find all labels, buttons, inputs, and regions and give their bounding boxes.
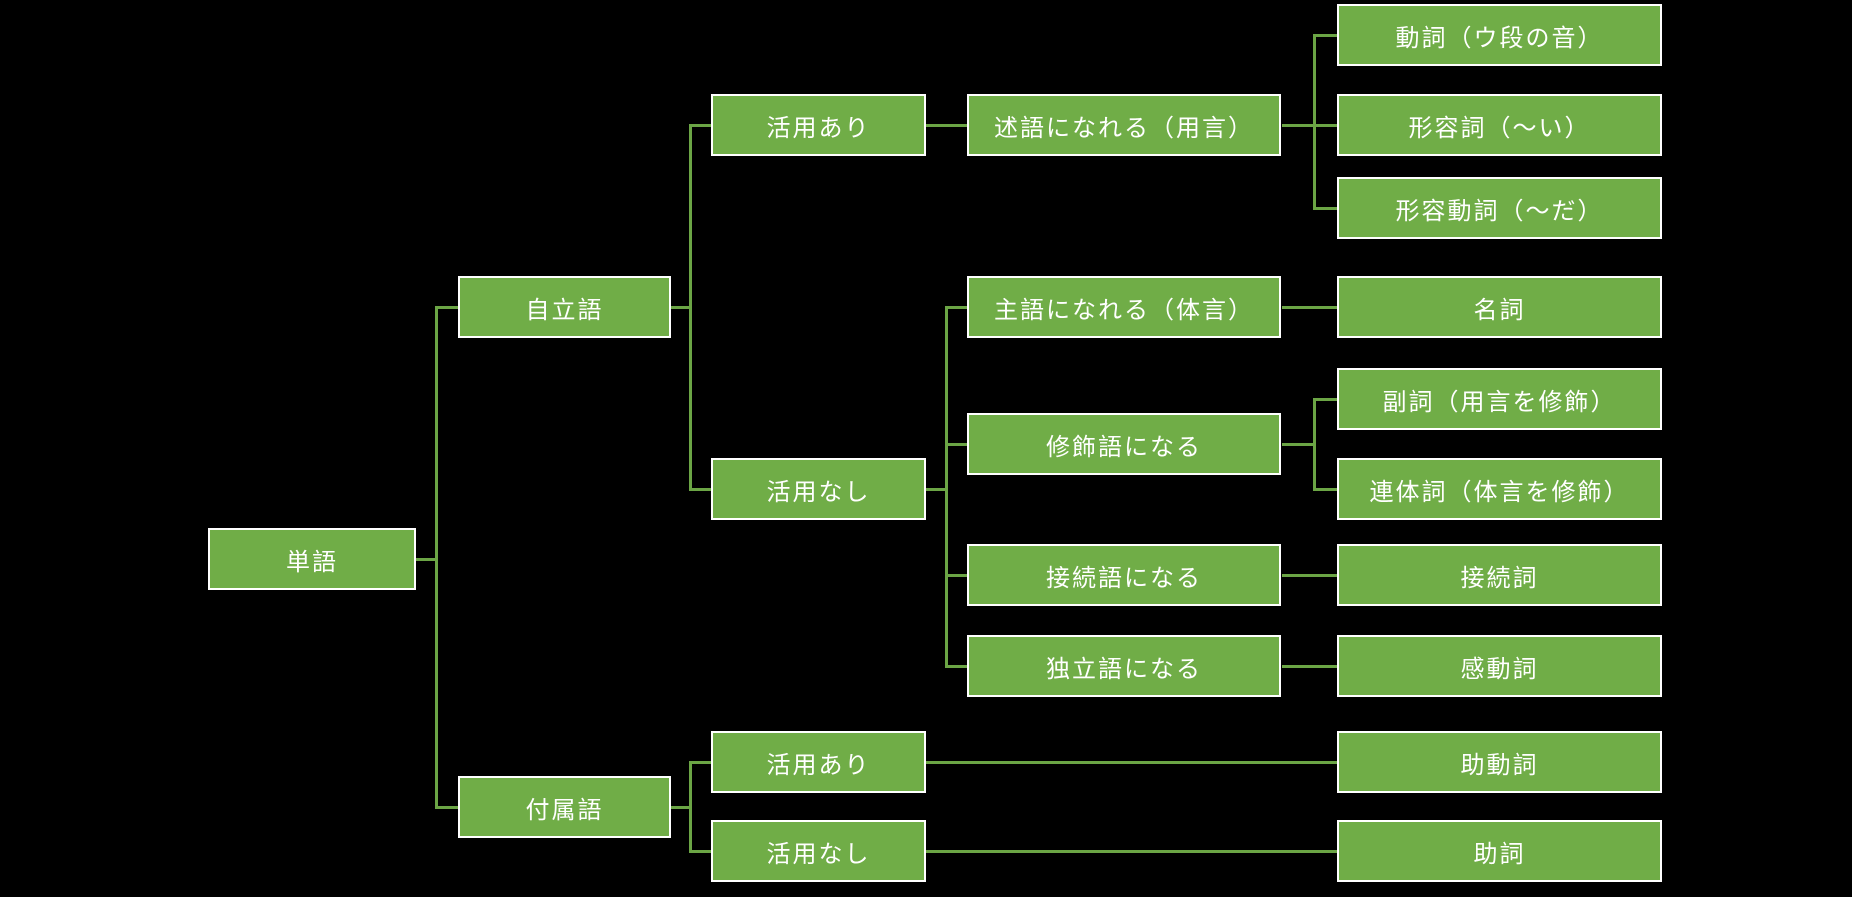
node-label: 修飾語になる bbox=[1046, 433, 1202, 461]
node-label: 活用あり bbox=[766, 114, 871, 142]
node-keiyoshi: 形容詞（～い） bbox=[1337, 94, 1662, 156]
node-label: 助詞 bbox=[1473, 840, 1526, 868]
node-keiyodoshi: 形容動詞（～だ） bbox=[1337, 177, 1662, 239]
node-kandoshi: 感動詞 bbox=[1337, 635, 1662, 697]
connector-line bbox=[435, 306, 438, 809]
connector-line bbox=[1282, 443, 1314, 446]
connector-line bbox=[1313, 398, 1316, 491]
node-label: 活用なし bbox=[766, 840, 871, 868]
connector-line bbox=[926, 761, 1337, 764]
node-setsuzoku: 接続語になる bbox=[967, 544, 1281, 606]
node-katsuyo-nashi-bottom: 活用なし bbox=[711, 820, 926, 882]
node-label: 動詞（ウ段の音） bbox=[1395, 24, 1604, 52]
connector-line bbox=[926, 488, 946, 491]
node-setsuzokushi: 接続詞 bbox=[1337, 544, 1662, 606]
connector-line bbox=[689, 850, 711, 853]
node-label: 独立語になる bbox=[1046, 655, 1202, 683]
node-label: 連体詞（体言を修飾） bbox=[1369, 478, 1630, 506]
node-label: 形容詞（～い） bbox=[1408, 114, 1591, 142]
node-fuzokugo: 付属語 bbox=[458, 776, 671, 838]
connector-line bbox=[926, 850, 1337, 853]
connector-line bbox=[1313, 207, 1337, 210]
connector-line bbox=[671, 806, 690, 809]
node-fukushi: 副詞（用言を修飾） bbox=[1337, 368, 1662, 430]
node-label: 単語 bbox=[286, 548, 338, 576]
node-label: 接続語になる bbox=[1046, 564, 1202, 592]
connector-line bbox=[945, 306, 967, 309]
node-label: 付属語 bbox=[525, 796, 604, 824]
node-label: 形容動詞（～だ） bbox=[1395, 197, 1604, 225]
connector-line bbox=[945, 443, 967, 446]
connector-line bbox=[435, 806, 458, 809]
connector-line bbox=[945, 574, 967, 577]
connector-line bbox=[1313, 124, 1337, 127]
node-label: 名詞 bbox=[1473, 296, 1526, 324]
node-label: 副詞（用言を修飾） bbox=[1382, 388, 1617, 416]
node-shushoku: 修飾語になる bbox=[967, 413, 1281, 475]
connector-line bbox=[1313, 488, 1337, 491]
node-doshi: 動詞（ウ段の音） bbox=[1337, 4, 1662, 66]
connector-line bbox=[945, 665, 967, 668]
node-label: 自立語 bbox=[525, 296, 604, 324]
connector-line bbox=[1282, 124, 1314, 127]
connector-line bbox=[1313, 34, 1316, 210]
connector-line bbox=[926, 124, 967, 127]
node-jutsugo: 述語になれる（用言） bbox=[967, 94, 1281, 156]
connector-line bbox=[689, 761, 711, 764]
connector-line bbox=[945, 306, 948, 668]
node-jodoshi: 助動詞 bbox=[1337, 731, 1662, 793]
node-label: 接続詞 bbox=[1460, 564, 1539, 592]
connector-line bbox=[1313, 34, 1337, 37]
node-label: 活用あり bbox=[766, 751, 871, 779]
connector-line bbox=[1282, 665, 1337, 668]
connector-line bbox=[689, 124, 711, 127]
node-meishi: 名詞 bbox=[1337, 276, 1662, 338]
node-joshi: 助詞 bbox=[1337, 820, 1662, 882]
node-rentaishi: 連体詞（体言を修飾） bbox=[1337, 458, 1662, 520]
node-shugo: 主語になれる（体言） bbox=[967, 276, 1281, 338]
node-katsuyo-ari-top: 活用あり bbox=[711, 94, 926, 156]
node-katsuyo-nashi-mid: 活用なし bbox=[711, 458, 926, 520]
connector-line bbox=[689, 488, 711, 491]
node-tango: 単語 bbox=[208, 528, 416, 590]
node-label: 助動詞 bbox=[1460, 751, 1539, 779]
node-dokuritsu: 独立語になる bbox=[967, 635, 1281, 697]
node-label: 感動詞 bbox=[1460, 655, 1539, 683]
node-katsuyo-ari-bottom: 活用あり bbox=[711, 731, 926, 793]
connector-line bbox=[1282, 574, 1337, 577]
node-label: 述語になれる（用言） bbox=[994, 114, 1254, 142]
connector-line bbox=[435, 306, 458, 309]
connector-line bbox=[689, 124, 692, 491]
connector-line bbox=[671, 306, 690, 309]
connector-line bbox=[689, 761, 692, 853]
node-label: 主語になれる（体言） bbox=[994, 296, 1254, 324]
node-jiritsugo: 自立語 bbox=[458, 276, 671, 338]
node-label: 活用なし bbox=[766, 478, 871, 506]
connector-line bbox=[1282, 306, 1337, 309]
connector-line bbox=[1313, 398, 1337, 401]
connector-line bbox=[416, 558, 436, 561]
